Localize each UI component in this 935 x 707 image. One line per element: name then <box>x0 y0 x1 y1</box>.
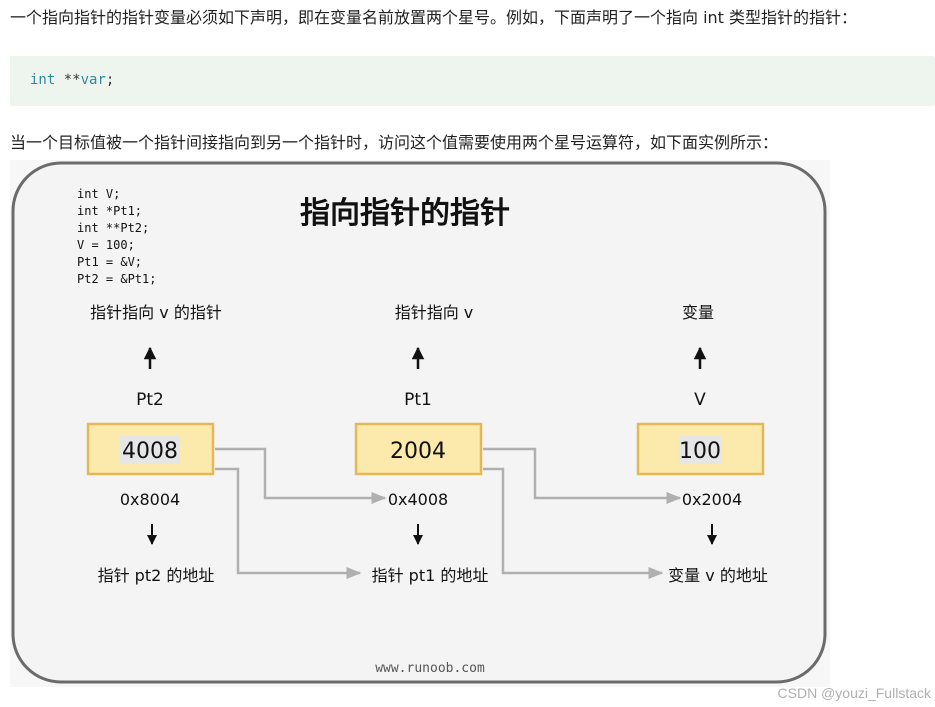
code-line-6: Pt2 = &Pt1; <box>77 272 156 286</box>
col3-value: 100 <box>679 439 721 464</box>
col2-var-name: Pt1 <box>404 390 432 410</box>
intro-paragraph: 一个指向指针的指针变量必须如下声明，即在变量名前放置两个星号。例如，下面声明了一… <box>10 8 858 27</box>
col1-value-highlight <box>120 436 180 464</box>
code-line: int **var; <box>30 72 114 88</box>
col2-bottom-label: 指针 pt1 的地址 <box>372 566 489 585</box>
connector-pt1-to-v-address <box>483 447 682 504</box>
col3-value-highlight <box>679 436 721 464</box>
col1-bottom-label: 指针 pt2 的地址 <box>98 566 215 585</box>
col2-value: 2004 <box>390 439 446 464</box>
code-block: int **var; <box>10 56 935 106</box>
col2-address: 0x4008 <box>388 490 448 509</box>
col3-address: 0x2004 <box>682 490 742 509</box>
col2-value-box <box>354 422 483 476</box>
connector-pt1-to-v-label <box>483 467 664 579</box>
code-line-3: int **Pt2; <box>77 221 149 235</box>
col1-var-name: Pt2 <box>136 390 164 410</box>
code-keyword: int <box>30 72 56 88</box>
col1-address: 0x8004 <box>120 490 180 509</box>
code-varname: var <box>80 72 106 88</box>
code-line-1: int V; <box>77 187 120 201</box>
diagram-panel <box>11 161 827 684</box>
col1-value: 4008 <box>122 439 178 464</box>
code-line-2: int *Pt1; <box>77 204 142 218</box>
col3-top-label: 变量 <box>682 303 714 322</box>
code-line-4: V = 100; <box>77 238 135 252</box>
watermark: CSDN @youzi_Fullstack <box>777 685 931 701</box>
connector-pt2-to-pt1-label <box>215 467 362 579</box>
col1-top-label: 指针指向 v 的指针 <box>90 303 222 322</box>
col3-var-name: V <box>694 390 706 410</box>
code-line-5: Pt1 = &V; <box>77 255 142 269</box>
col3-bottom-label: 变量 v 的地址 <box>668 566 768 585</box>
diagram-title: 指向指针的指针 <box>300 196 510 231</box>
code-semicolon: ; <box>105 72 115 88</box>
diagram-footer: www.runoob.com <box>375 661 485 676</box>
code-stars: ** <box>55 72 81 88</box>
col2-top-label: 指针指向 v <box>395 303 474 322</box>
connector-pt2-to-pt1-address <box>215 447 387 504</box>
explain-paragraph: 当一个目标值被一个指针间接指向到另一个指针时，访问这个值需要使用两个星号运算符，… <box>10 133 779 152</box>
code-listing: int V; int *Pt1; int **Pt2; V = 100; Pt1… <box>77 187 156 286</box>
